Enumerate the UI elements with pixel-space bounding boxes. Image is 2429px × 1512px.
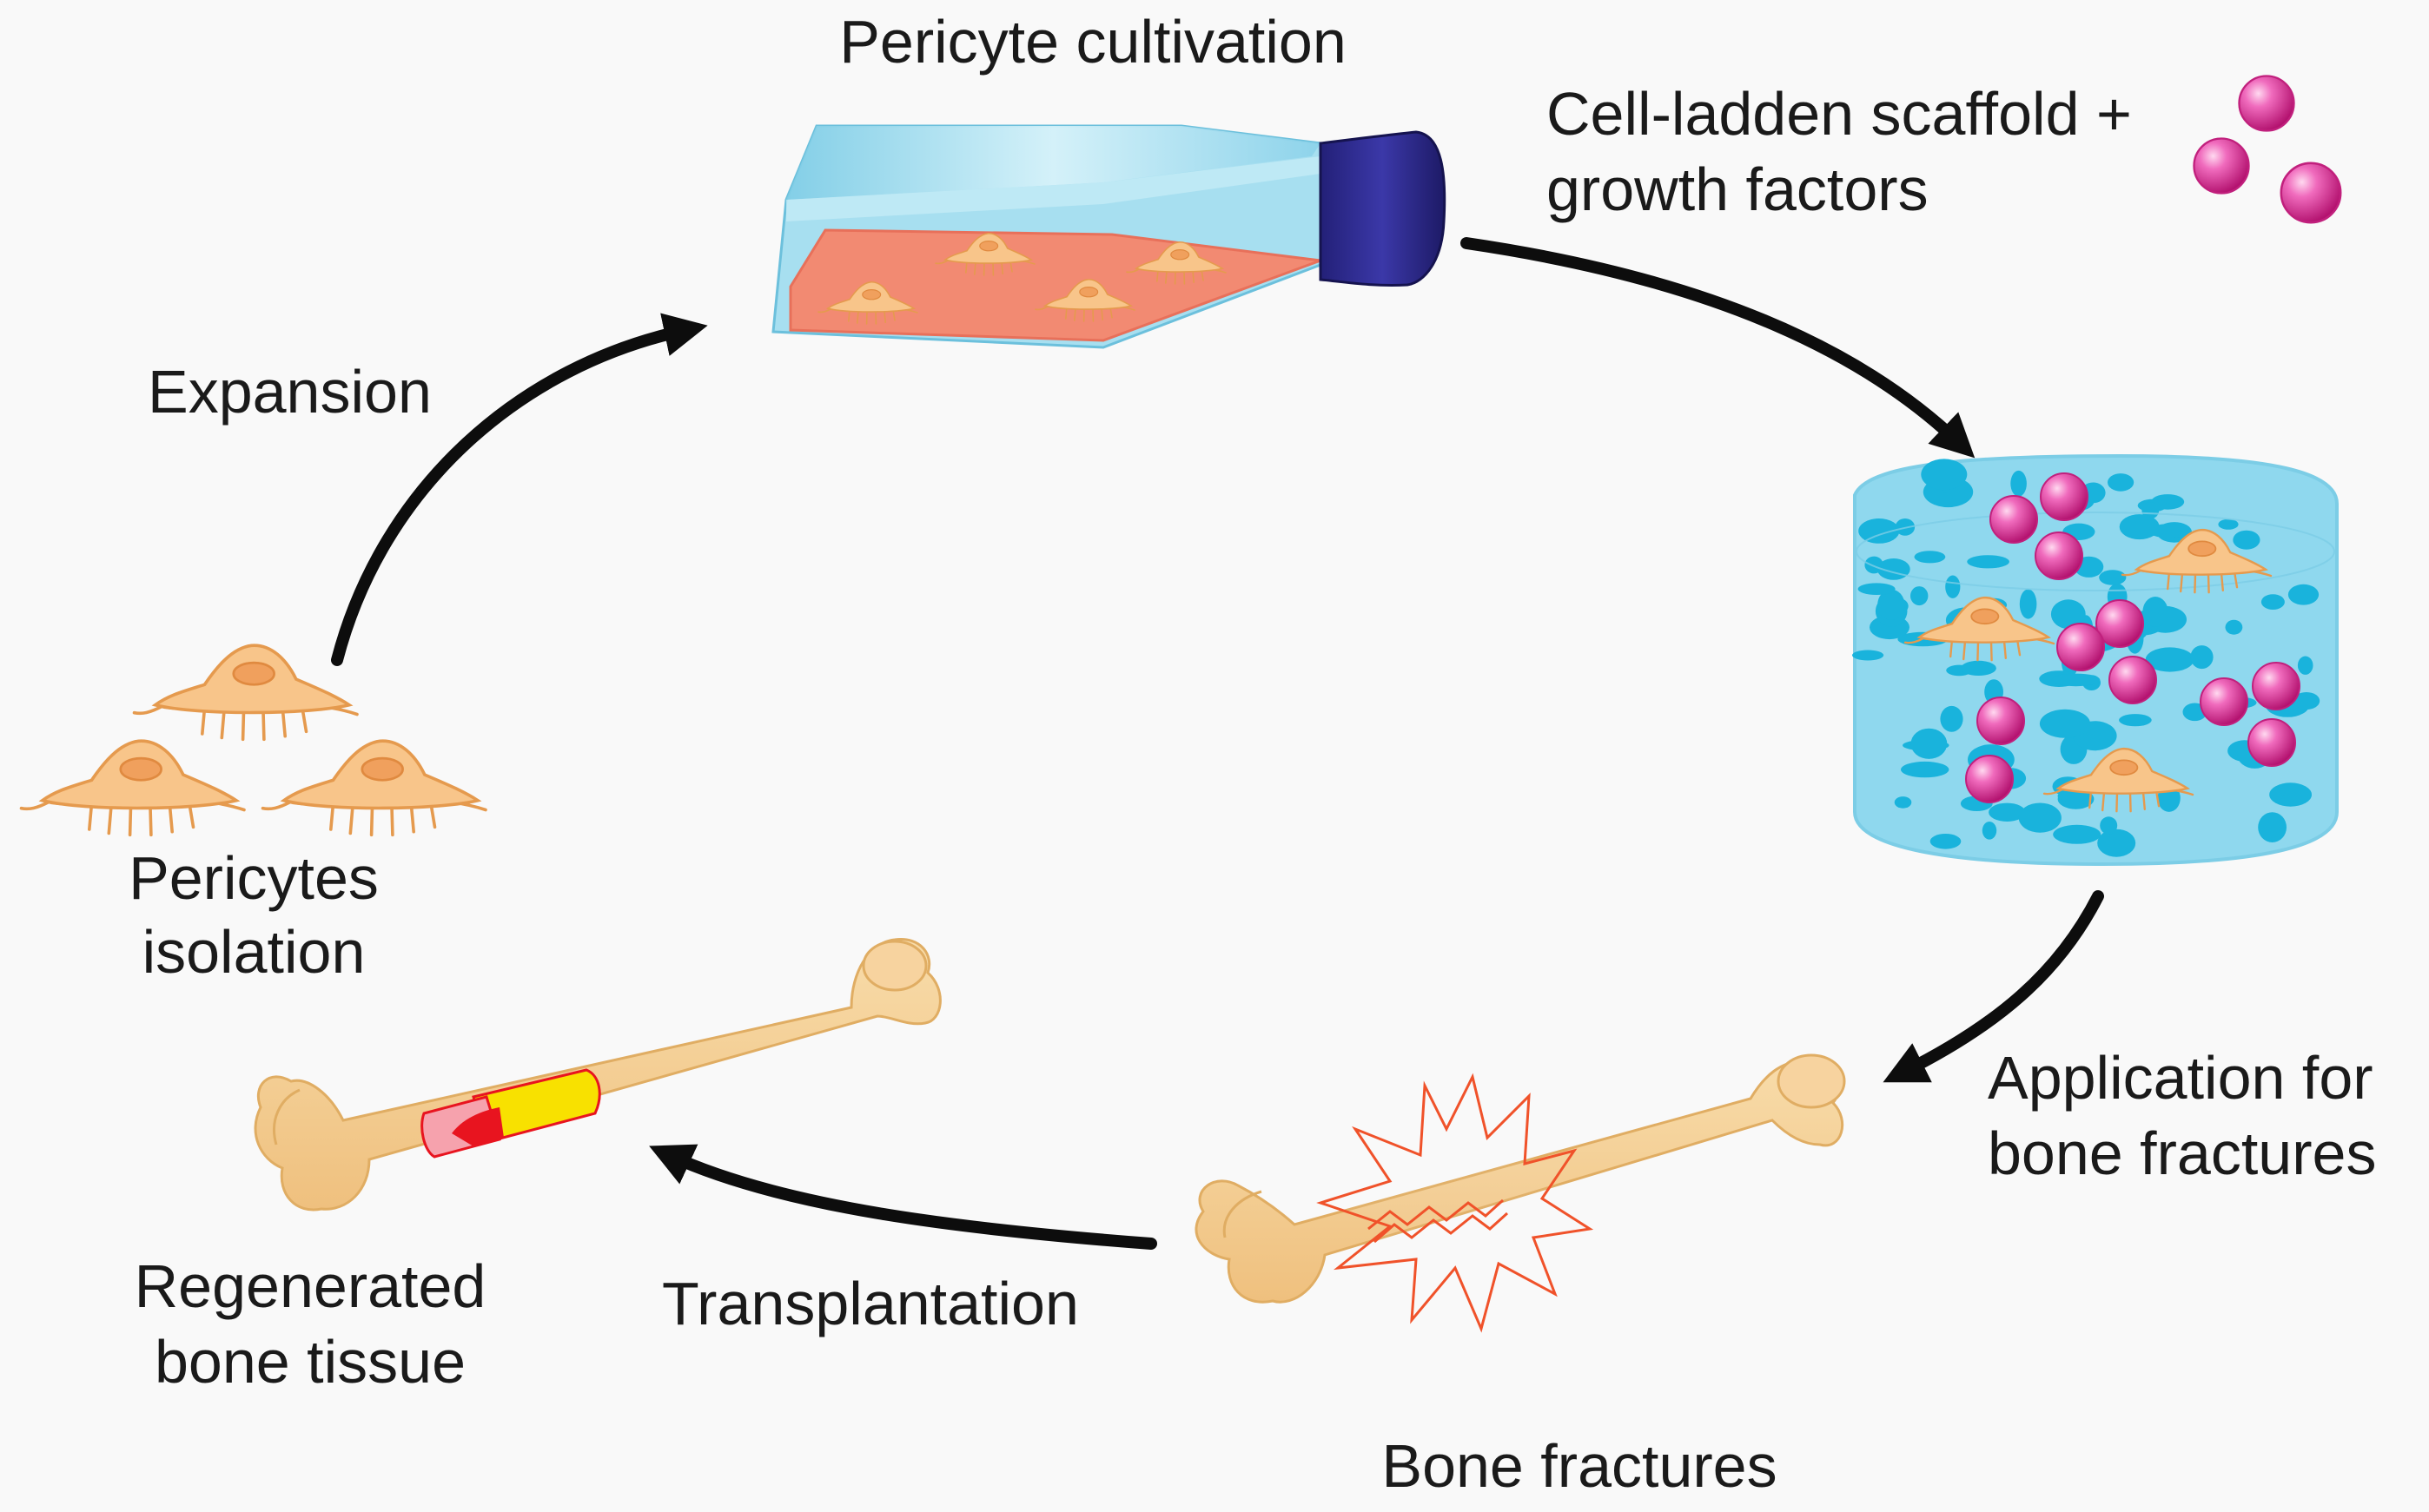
scaffold-pore [2119, 714, 2152, 727]
scaffold-pore [1989, 802, 2026, 822]
scaffold-pore [2053, 824, 2101, 844]
cycle-arrows [331, 237, 2104, 1250]
label-regenerated-line2: bone tissue [155, 1328, 466, 1396]
scaffold-pore [1910, 728, 1948, 759]
scaffold-pore [1857, 583, 1896, 595]
scaffold-pore [2051, 673, 2101, 687]
scaffold-pore [1929, 834, 1962, 849]
scaffold-pore [1982, 822, 1997, 840]
label-transplantation: Transplantation [662, 1270, 1079, 1337]
growth-factor-sphere [2247, 718, 2296, 767]
pericyte-cells-cluster [19, 644, 487, 837]
scaffold-pore [2145, 647, 2194, 672]
label-regenerated-line1: Regenerated [135, 1252, 486, 1320]
scaffold-pore [1921, 459, 1968, 491]
label-pericyte-cultivation: Pericyte cultivation [839, 8, 1347, 76]
growth-factor-sphere [1965, 755, 2014, 803]
arrow-expansion [331, 313, 708, 666]
scaffold-pore [2141, 502, 2160, 519]
scaffold-pore [2039, 709, 2091, 738]
scaffold-pore [1945, 575, 1961, 598]
scaffold-pore [2287, 584, 2320, 605]
scaffold-pore [2142, 597, 2168, 627]
scaffold-pore [2100, 816, 2118, 835]
label-application-line2: bone fractures [1988, 1119, 2376, 1187]
label-expansion: Expansion [148, 358, 432, 426]
growth-factor-sphere [2040, 472, 2088, 521]
label-bone-fractures: Bone fractures [1381, 1432, 1777, 1500]
growth-factor-spheres [2193, 75, 2342, 224]
growth-factor-sphere [2035, 532, 2083, 580]
growth-factor-sphere [2108, 656, 2157, 704]
scaffold-pore [2010, 470, 2027, 497]
scaffold-pore [1852, 650, 1884, 661]
fracture-burst [1316, 1073, 1594, 1333]
scaffold-pore [1914, 551, 1946, 564]
scaffold-pore [1877, 589, 1905, 620]
label-pericytes-line2: isolation [142, 918, 366, 986]
scaffold-pore [2119, 514, 2160, 540]
scaffold-pore [2218, 518, 2239, 530]
scaffold-pore [2269, 782, 2313, 807]
arrow-to-scaffold [1460, 237, 1976, 459]
scaffold-pore [1858, 518, 1900, 544]
scaffold-pore [2233, 530, 2260, 550]
scaffold-pore [1910, 586, 1929, 606]
scaffold-pore [2018, 802, 2062, 833]
scaffold-pore [1901, 761, 1949, 778]
regenerated-bone-icon [254, 938, 942, 1212]
arrow-transplantation [649, 1144, 1157, 1250]
fractured-bone-icon [1195, 1053, 1846, 1333]
labels: Pericyte cultivation Cell-ladden scaffol… [129, 8, 2376, 1500]
growth-factor-sphere [2056, 623, 2105, 671]
scaffold-pore [1894, 796, 1912, 809]
growth-factor-sphere [2200, 677, 2248, 726]
cell-laden-scaffold [1852, 453, 2339, 867]
flask-cap [1319, 130, 1446, 287]
scaffold-pore [2297, 656, 2313, 675]
scaffold-pore [2099, 570, 2127, 585]
label-pericytes-line1: Pericytes [129, 844, 379, 912]
scaffold-pore [2293, 692, 2320, 710]
scaffold-pore [1940, 705, 1963, 732]
scaffold-pore [2019, 589, 2037, 619]
scaffold-pore [2097, 829, 2136, 857]
label-scaffold-line2: growth factors [1546, 155, 1929, 223]
growth-factor-sphere [2252, 662, 2300, 710]
scaffold-pore [2050, 599, 2086, 630]
label-scaffold-line1: Cell-ladden scaffold + [1546, 80, 2132, 148]
growth-factor-sphere [1976, 697, 2025, 745]
growth-factor-sphere [1989, 495, 2038, 544]
scaffold-pore [1967, 555, 2009, 569]
scaffold-pore [2225, 619, 2243, 635]
label-application-line1: Application for [1988, 1044, 2373, 1112]
culture-flask-icon [771, 124, 1446, 349]
scaffold-pore [1960, 660, 1996, 677]
scaffold-pore [2190, 645, 2214, 670]
scaffold-pore [2260, 594, 2285, 610]
regenerated-section-yellow [472, 1068, 601, 1144]
scaffold-pore [2258, 812, 2287, 842]
arrow-application [1883, 890, 2104, 1083]
scaffold-pore [2108, 473, 2134, 492]
